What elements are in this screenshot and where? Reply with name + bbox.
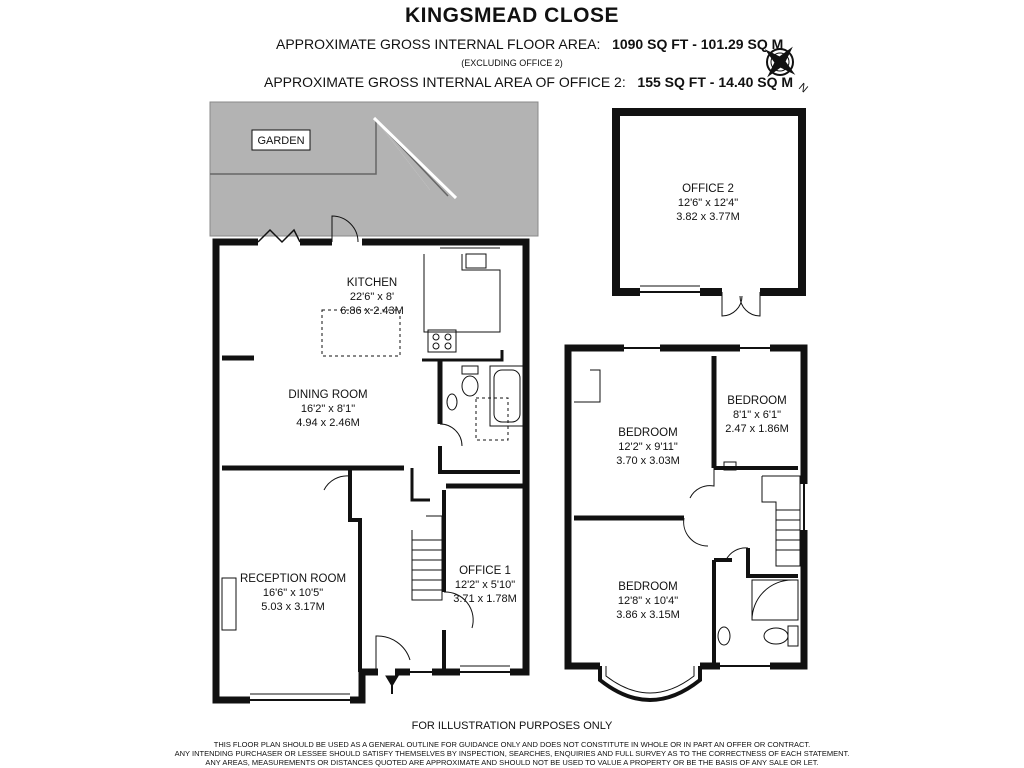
kitchen-name: KITCHEN <box>347 277 397 289</box>
first-floor <box>564 344 808 702</box>
bedroom3-imperial: 12'8" x 10'4" <box>618 595 678 607</box>
ground-floor <box>212 215 530 704</box>
office2-building <box>612 108 806 317</box>
dining-imperial: 16'2" x 8'1" <box>301 403 355 415</box>
office2-metric: 3.82 x 3.77M <box>676 211 740 223</box>
bedroom3-name: BEDROOM <box>618 581 677 593</box>
dining-metric: 4.94 x 2.46M <box>296 417 360 429</box>
room-bedroom3: BEDROOM 12'8" x 10'4" 3.86 x 3.15M <box>616 581 680 621</box>
bedroom2-name: BEDROOM <box>727 395 786 407</box>
room-reception: RECEPTION ROOM 16'6" x 10'5" 5.03 x 3.17… <box>240 573 346 613</box>
floor-area-label: APPROXIMATE GROSS INTERNAL FLOOR AREA: <box>276 36 601 52</box>
bedroom1-metric: 3.70 x 3.03M <box>616 455 680 467</box>
illustration-note: FOR ILLUSTRATION PURPOSES ONLY <box>411 720 613 732</box>
office1-metric: 3.71 x 1.78M <box>453 593 517 605</box>
room-bedroom2: BEDROOM 8'1" x 6'1" 2.47 x 1.86M <box>725 395 789 435</box>
floor-area-value: 1090 SQ FT - 101.29 SQ M <box>612 36 784 52</box>
garden-area: GARDEN <box>209 101 539 237</box>
bedroom2-imperial: 8'1" x 6'1" <box>733 409 781 421</box>
kitchen-metric: 6.86 x 2.43M <box>340 305 404 317</box>
garden-label-box <box>251 129 311 151</box>
compass-label: N <box>796 81 810 95</box>
bedroom2-metric: 2.47 x 1.86M <box>725 423 789 435</box>
excluding-note: (EXCLUDING OFFICE 2) <box>461 58 563 68</box>
kitchen-imperial: 22'6" x 8' <box>350 291 394 303</box>
office2-name: OFFICE 2 <box>682 183 734 195</box>
plan-title: KINGSMEAD CLOSE <box>404 4 619 27</box>
room-dining: DINING ROOM 16'2" x 8'1" 4.94 x 2.46M <box>288 389 367 429</box>
office-area-label: APPROXIMATE GROSS INTERNAL AREA OF OFFIC… <box>264 74 626 90</box>
office1-name: OFFICE 1 <box>459 565 511 577</box>
compass-icon: N <box>764 46 810 95</box>
office2-imperial: 12'6" x 12'4" <box>678 197 738 209</box>
reception-name: RECEPTION ROOM <box>240 573 346 585</box>
disclaimer-line: ANY AREAS, MEASUREMENTS OR DISTANCES QUO… <box>205 758 819 767</box>
bedroom3-metric: 3.86 x 3.15M <box>616 609 680 621</box>
office-area-value: 155 SQ FT - 14.40 SQ M <box>637 74 794 90</box>
room-kitchen: KITCHEN 22'6" x 8' 6.86 x 2.43M <box>340 277 404 317</box>
bedroom1-imperial: 12'2" x 9'11" <box>618 441 678 453</box>
office1-imperial: 12'2" x 5'10" <box>455 579 515 591</box>
room-bedroom1: BEDROOM 12'2" x 9'11" 3.70 x 3.03M <box>616 427 680 467</box>
office-area-line: APPROXIMATE GROSS INTERNAL AREA OF OFFIC… <box>264 74 793 90</box>
bedroom1-name: BEDROOM <box>618 427 677 439</box>
room-office2: OFFICE 2 12'6" x 12'4" 3.82 x 3.77M <box>676 183 740 223</box>
reception-metric: 5.03 x 3.17M <box>261 601 325 613</box>
disclaimer-line: THIS FLOOR PLAN SHOULD BE USED AS A GENE… <box>213 740 811 749</box>
garden-label: GARDEN <box>257 135 304 147</box>
dining-name: DINING ROOM <box>288 389 367 401</box>
room-office1: OFFICE 1 12'2" x 5'10" 3.71 x 1.78M <box>453 565 517 605</box>
floor-area-line: APPROXIMATE GROSS INTERNAL FLOOR AREA: 1… <box>276 36 783 52</box>
reception-imperial: 16'6" x 10'5" <box>263 587 323 599</box>
disclaimer-line: ANY INTENDING PURCHASER OR LESSEE SHOULD… <box>174 749 850 758</box>
